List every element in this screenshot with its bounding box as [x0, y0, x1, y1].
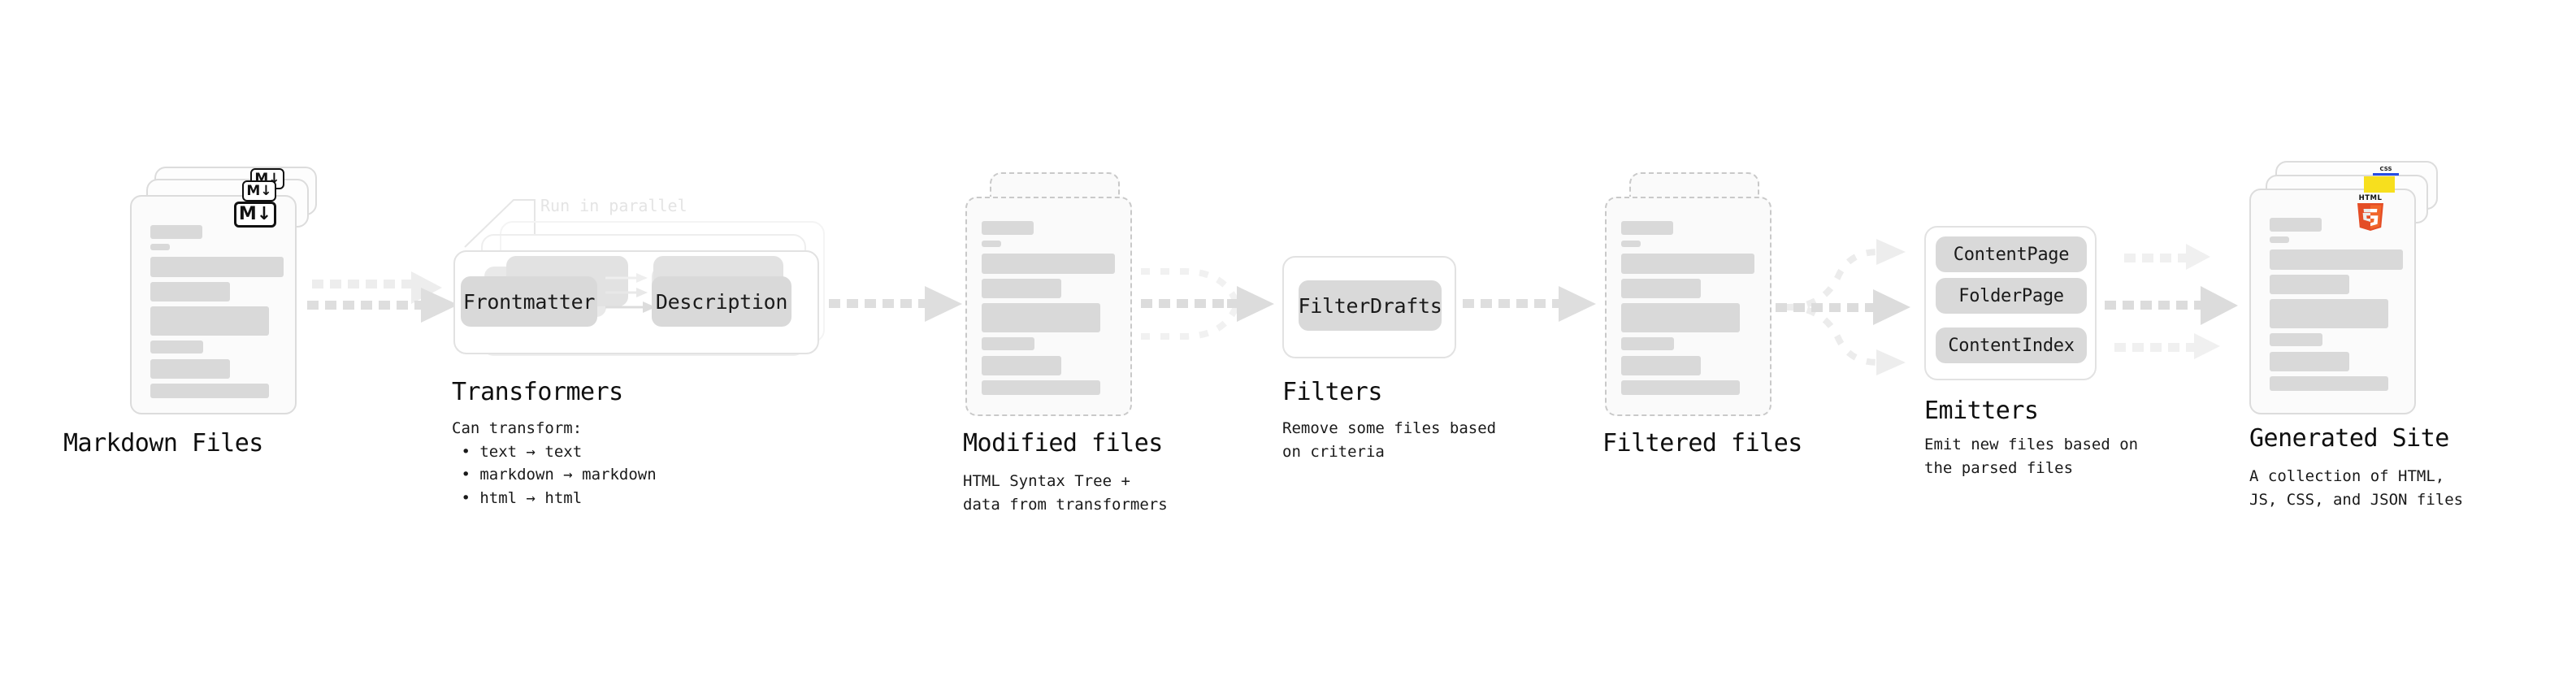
skeleton-bar	[1621, 380, 1740, 395]
stage-title-filtered-files: Filtered files	[1602, 429, 1802, 458]
skeleton-bar	[2270, 376, 2388, 391]
skeleton-bar	[150, 257, 284, 277]
stage-title-transformers: Transformers	[452, 378, 623, 406]
transformer-node-frontmatter[interactable]: Frontmatter	[461, 276, 597, 327]
skeleton-bar	[1621, 337, 1674, 350]
skeleton-bar	[1621, 254, 1754, 274]
stage-title-modified-files: Modified files	[963, 429, 1163, 458]
stage-desc-emitters: Emit new files based on the parsed files	[1924, 436, 2139, 477]
skeleton-bar	[2270, 218, 2322, 232]
skeleton-bar	[2270, 275, 2349, 294]
skeleton-bar	[2270, 249, 2403, 270]
skeleton-bar	[2270, 333, 2322, 346]
skeleton-bar	[982, 254, 1115, 274]
stage-title-emitters: Emitters	[1924, 397, 2039, 425]
js-logo-icon	[2364, 176, 2395, 193]
stage-title-markdown-files: Markdown Files	[63, 429, 263, 458]
skeleton-bar	[150, 282, 230, 301]
svg-text:CSS: CSS	[2379, 166, 2392, 172]
emitter-node-folderpage[interactable]: FolderPage	[1936, 278, 2087, 314]
svg-text:HTML: HTML	[2359, 194, 2383, 202]
emitter-node-contentindex[interactable]: ContentIndex	[1936, 327, 2087, 363]
skeleton-bar	[982, 356, 1061, 375]
connector-markdown-to-transformers	[307, 271, 458, 323]
skeleton-bar	[2270, 236, 2289, 243]
emitter-node-contentpage[interactable]: ContentPage	[1936, 236, 2087, 272]
stage-title-generated-site: Generated Site	[2249, 424, 2449, 453]
stage-desc-transformers: Can transform: • text → text • markdown …	[452, 419, 657, 507]
stage-desc-filters: Remove some files based on criteria	[1282, 419, 1497, 461]
skeleton-bar	[150, 340, 203, 354]
html5-logo-icon: HTML	[2357, 194, 2383, 231]
skeleton-bar	[1621, 356, 1701, 375]
skeleton-bar	[982, 241, 1001, 247]
stage-title-filters: Filters	[1282, 378, 1382, 406]
skeleton-bar	[982, 303, 1100, 332]
markdown-logo-mid-icon: M↓	[242, 180, 276, 202]
connector-filters-to-filtered	[1463, 286, 1596, 322]
skeleton-bar	[982, 221, 1034, 235]
skeleton-bar	[982, 380, 1100, 395]
skeleton-bar	[982, 337, 1034, 350]
filter-node-filterdrafts[interactable]: FilterDrafts	[1299, 280, 1442, 331]
connector-emitters-to-site	[2105, 244, 2238, 359]
stage-desc-modified-files: HTML Syntax Tree + data from transformer…	[963, 472, 1168, 514]
skeleton-bar	[150, 225, 202, 239]
skeleton-bar	[1621, 279, 1701, 298]
connector-transformers-to-modified	[829, 286, 962, 322]
connector-filtered-to-emitters	[1776, 239, 1910, 375]
skeleton-bar	[150, 306, 269, 336]
transformer-node-description[interactable]: Description	[652, 276, 791, 327]
run-in-parallel-note: Run in parallel	[540, 196, 687, 215]
transformer-inner-arrows	[605, 273, 656, 313]
markdown-logo-icon: M↓	[234, 202, 276, 228]
skeleton-bar	[2270, 352, 2349, 371]
css3-logo-icon: CSS	[2373, 166, 2399, 176]
skeleton-bar	[982, 279, 1061, 298]
skeleton-bar	[1621, 303, 1740, 332]
connector-modified-to-filters	[1141, 268, 1274, 340]
skeleton-bar	[2270, 299, 2388, 328]
run-in-parallel-leader	[464, 199, 536, 248]
stage-desc-generated-site: A collection of HTML, JS, CSS, and JSON …	[2249, 467, 2464, 509]
skeleton-bar	[1621, 241, 1641, 247]
skeleton-bar	[150, 359, 230, 379]
skeleton-bar	[150, 384, 269, 398]
skeleton-bar	[150, 244, 170, 250]
skeleton-bar	[1621, 221, 1673, 235]
